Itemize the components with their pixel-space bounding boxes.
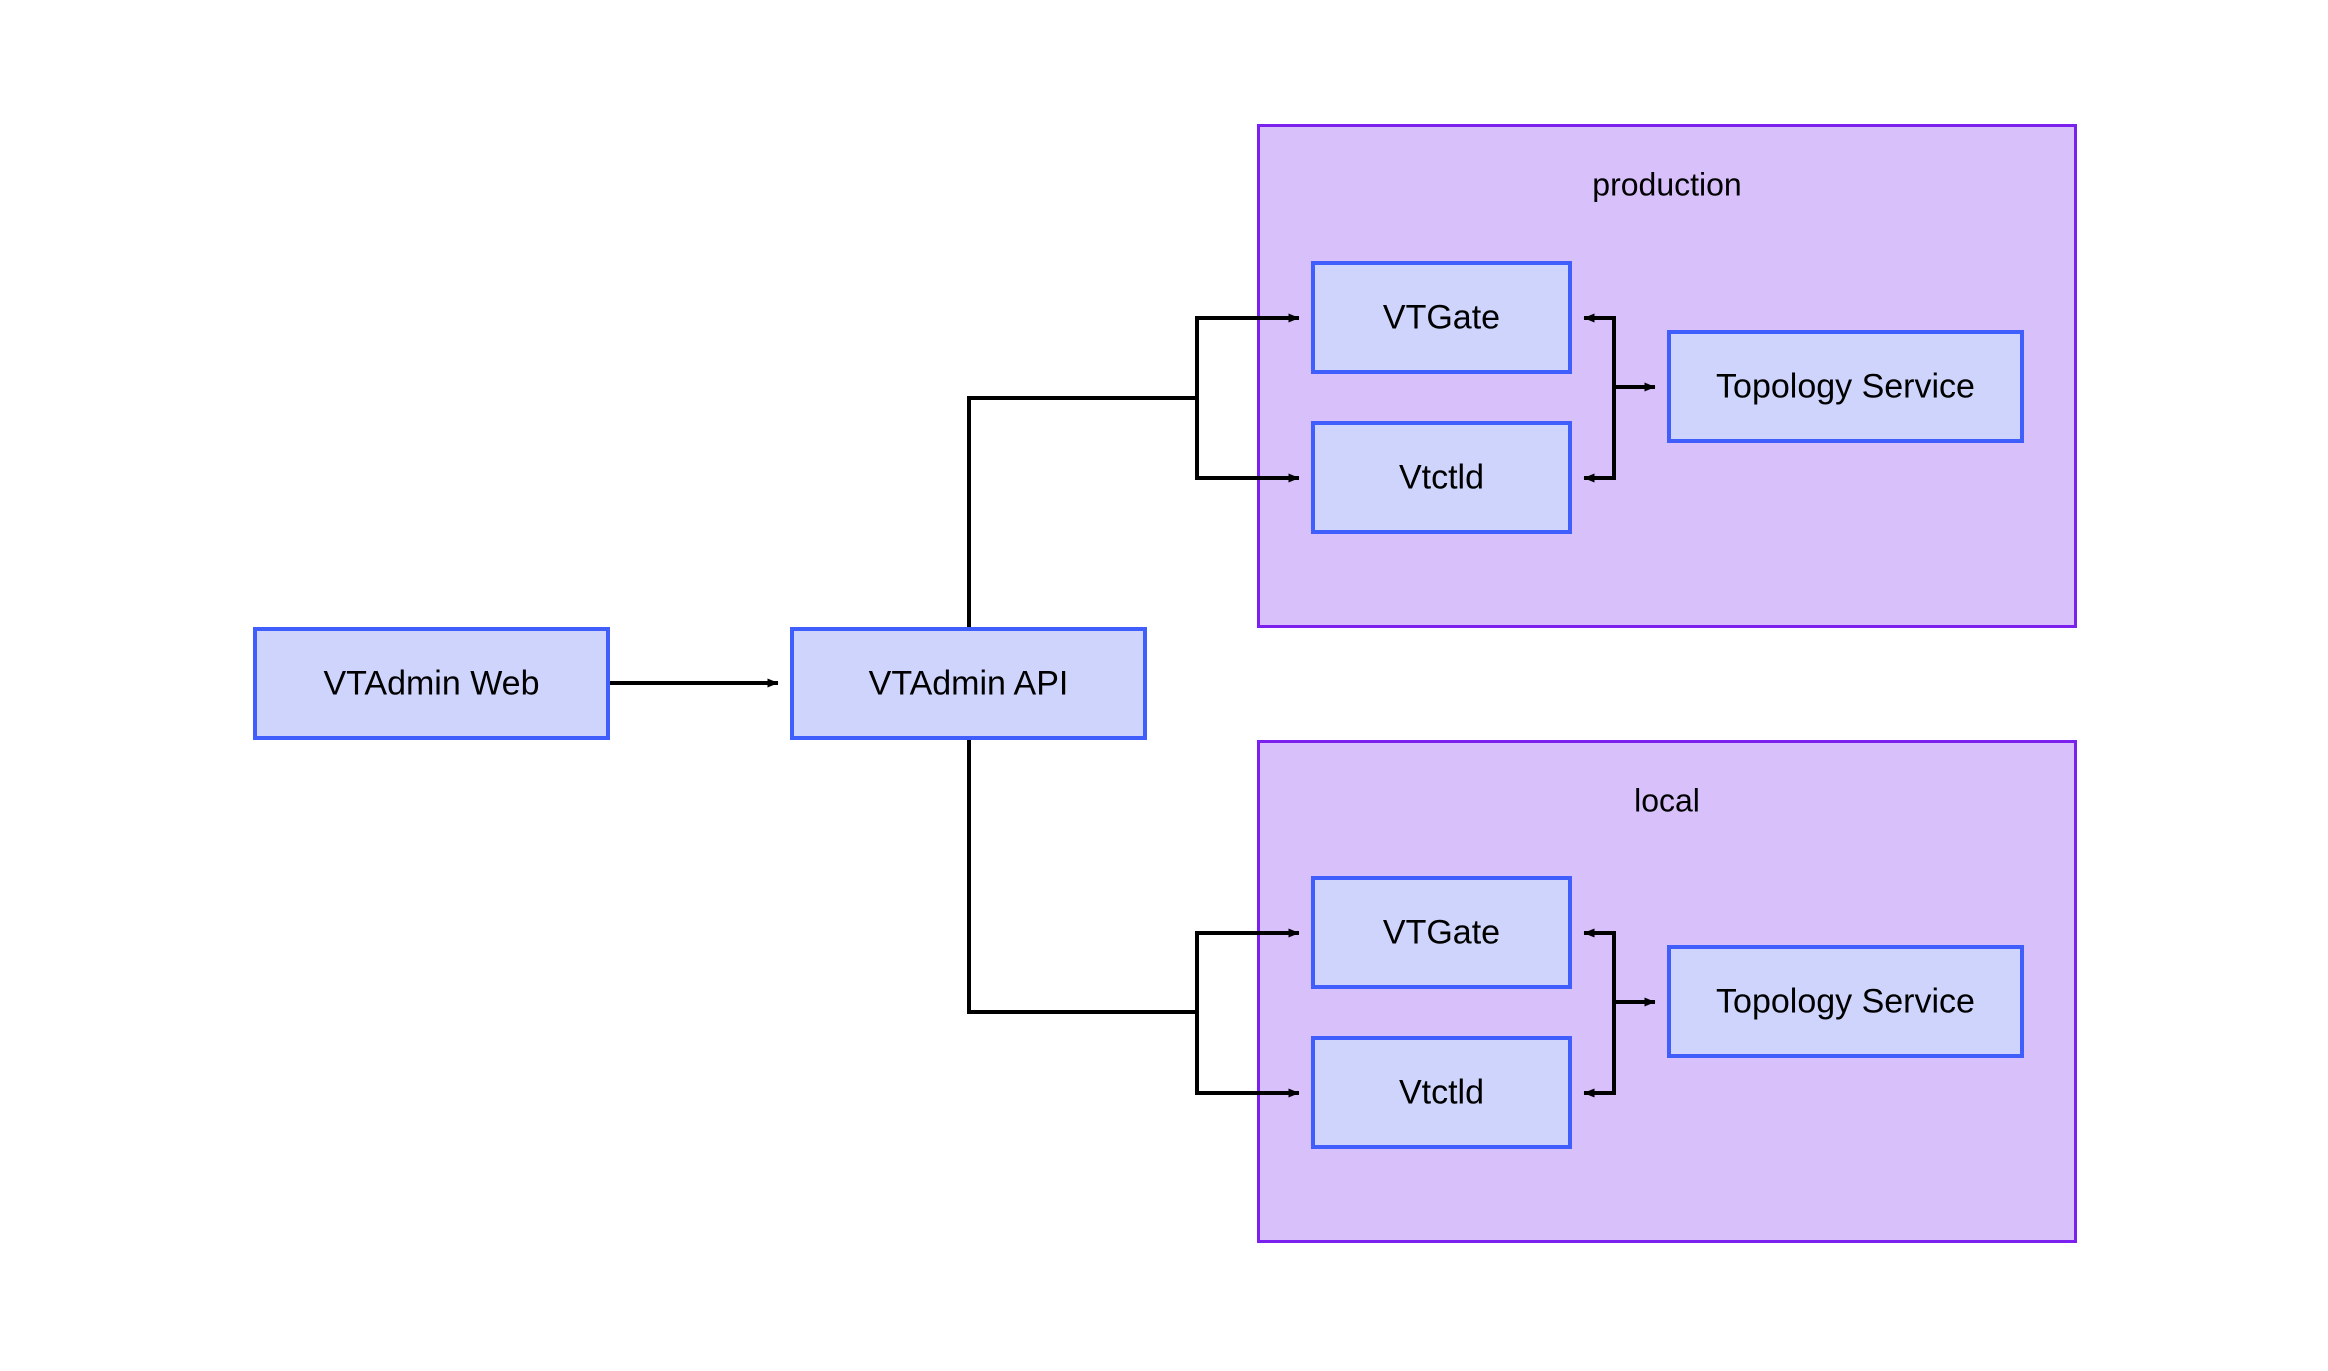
node-prod-topo[interactable]: Topology Service: [1667, 330, 2024, 443]
node-prod-vtctld-label: Vtctld: [1399, 458, 1484, 496]
edge-local-fanout-vtctld: [1195, 1012, 1300, 1098]
node-local-vtgate-box[interactable]: [1311, 876, 1572, 989]
edges-layer: [610, 313, 1656, 1098]
edge-prod-fanout-vtctld: [1195, 398, 1300, 483]
node-local-vtgate-label: VTGate: [1383, 913, 1500, 951]
node-prod-vtctld-box[interactable]: [1311, 421, 1572, 534]
node-local-topo[interactable]: Topology Service: [1667, 945, 2024, 1058]
edge-prod-topo-to-vtgate: [1583, 313, 1616, 387]
edge-local-fanout-vtgate: [1195, 928, 1300, 1012]
edge-local-topo-to-vtctld: [1583, 1002, 1616, 1098]
node-local-vtctld-label: Vtctld: [1399, 1073, 1484, 1111]
edge-api-to-local: [967, 740, 1197, 1014]
node-prod-vtgate[interactable]: VTGate: [1311, 261, 1572, 374]
node-vtadmin-api-label: VTAdmin API: [869, 664, 1069, 702]
node-prod-topo-box[interactable]: [1667, 330, 2024, 443]
node-vtadmin-web-label: VTAdmin Web: [323, 664, 539, 702]
node-vtadmin-web-box[interactable]: [253, 627, 610, 740]
node-prod-topo-label: Topology Service: [1716, 367, 1975, 405]
node-prod-vtgate-label: VTGate: [1383, 298, 1500, 336]
node-local-vtctld-box[interactable]: [1311, 1036, 1572, 1149]
node-local-vtgate[interactable]: VTGate: [1311, 876, 1572, 989]
node-local-topo-box[interactable]: [1667, 945, 2024, 1058]
node-vtadmin-web[interactable]: VTAdmin Web: [253, 627, 610, 740]
edge-prod-topo-to-vtctld: [1583, 387, 1616, 483]
node-local-topo-label: Topology Service: [1716, 982, 1975, 1020]
edge-local-topo-to-vtgate: [1583, 928, 1616, 1002]
cluster-production-label: production: [1592, 166, 1741, 202]
node-prod-vtctld[interactable]: Vtctld: [1311, 421, 1572, 534]
node-vtadmin-api-box[interactable]: [790, 627, 1147, 740]
node-prod-vtgate-box[interactable]: [1311, 261, 1572, 374]
node-local-vtctld[interactable]: Vtctld: [1311, 1036, 1572, 1149]
cluster-local-label: local: [1634, 782, 1700, 818]
edge-api-to-production: [967, 396, 1197, 627]
edge-prod-fanout-vtgate: [1195, 313, 1300, 398]
node-vtadmin-api[interactable]: VTAdmin API: [790, 627, 1147, 740]
